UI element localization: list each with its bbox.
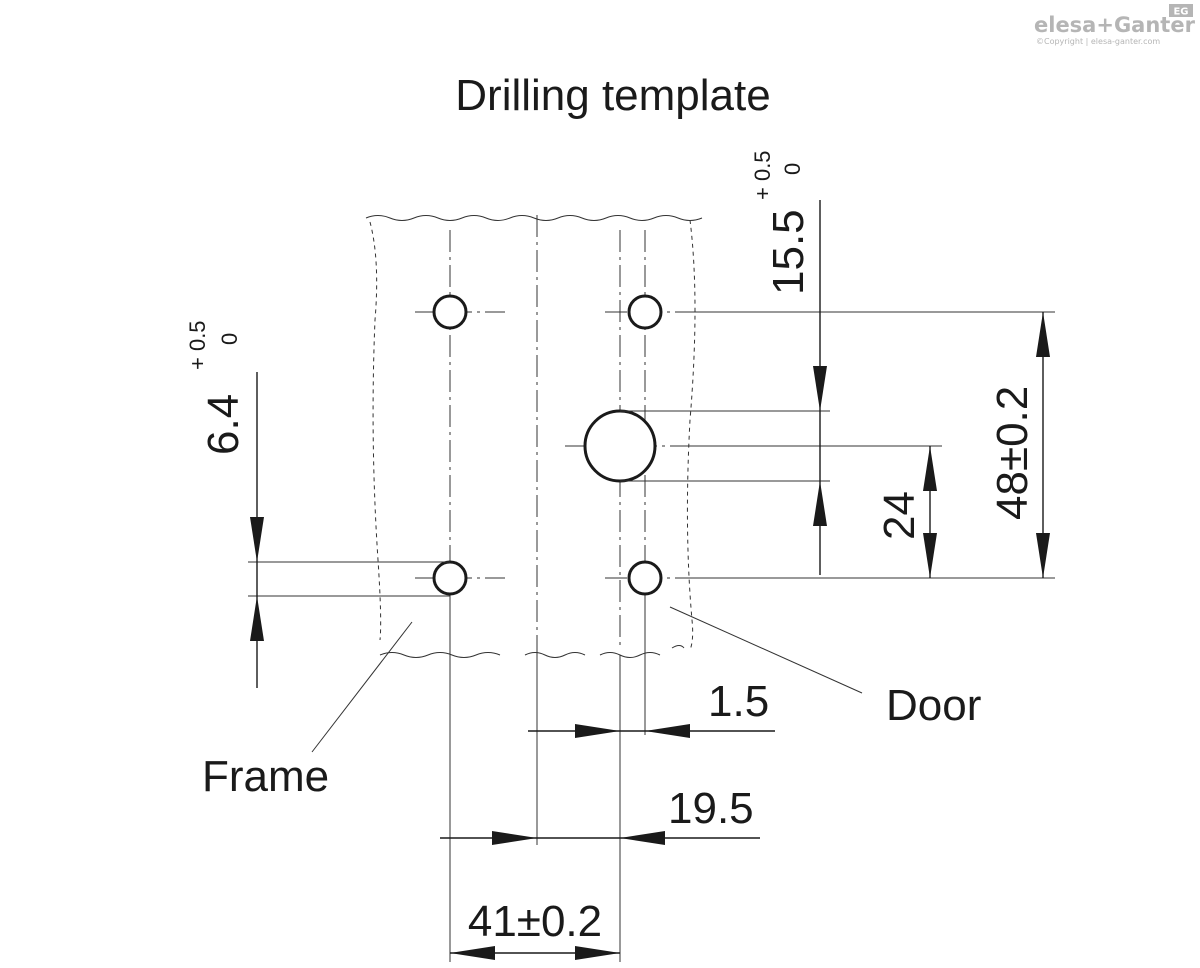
dimension-24: 24 [875,446,937,578]
label-frame: Frame [202,752,329,801]
dimension-15-5: 15.5 + 0.5 0 [750,150,827,575]
hole-bottom-right [627,560,663,596]
logo-badge: EG [1173,7,1188,18]
dimension-41: 41±0.2 [450,897,620,960]
hole-bottom-left [432,560,468,596]
dim-48-value: 48±0.2 [988,386,1037,520]
logo-text: elesa+Ganter [1034,13,1196,37]
dimension-6-4: 6.4 + 0.5 0 [185,320,264,688]
diagram-title: Drilling template [455,71,770,120]
dimension-48: 48±0.2 [988,312,1050,578]
label-frame-group: Frame [202,621,413,801]
label-door-group: Door [669,606,981,730]
brand-logo: elesa+Ganter EG ©Copyright | elesa-gante… [1034,4,1196,46]
holes [432,294,663,596]
dim-24-value: 24 [875,491,924,540]
dim-6-4-tol-upper: + 0.5 [185,320,210,370]
extension-lines [248,311,1055,962]
label-door: Door [886,681,981,730]
dimension-19-5: 19.5 [440,784,760,845]
hole-top-left [432,294,468,330]
dim-15-5-tol-lower: 0 [780,163,805,175]
frame-outline [365,215,703,658]
dim-6-4-value: 6.4 [199,394,248,455]
dim-6-4-tol-lower: 0 [217,333,242,345]
hole-center-large [583,409,657,483]
dim-1-5-value: 1.5 [708,677,769,726]
dim-19-5-value: 19.5 [668,784,754,833]
dim-15-5-value: 15.5 [764,209,813,295]
dim-41-value: 41±0.2 [468,897,602,946]
dim-15-5-tol-upper: + 0.5 [750,150,775,200]
hole-top-right [627,294,663,330]
logo-copyright: ©Copyright | elesa-ganter.com [1036,37,1160,46]
logo-badge-box [1169,4,1193,17]
dimension-1-5: 1.5 [528,677,775,738]
